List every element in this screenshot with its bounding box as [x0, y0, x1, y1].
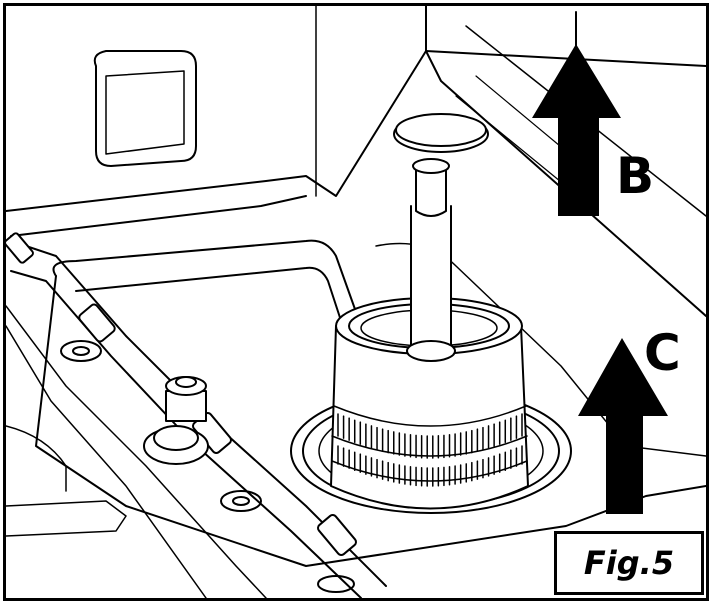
arrow-b-up [532, 11, 621, 216]
lower-ledge [6, 425, 127, 537]
arrow-b-label: B [616, 147, 655, 205]
arrow-c-up [578, 338, 668, 514]
spray-arm-pipe [6, 240, 387, 598]
figure-frame: B C Fig.5 [3, 3, 709, 601]
filter-slots [337, 413, 523, 487]
arrow-c-label: C [644, 324, 681, 382]
dishwasher-interior-drawing [6, 6, 706, 598]
wall-recess [93, 50, 197, 167]
tub-walls [6, 6, 706, 317]
spray-arm-hub [143, 376, 209, 465]
filter-handle-tube [393, 113, 489, 362]
figure-caption: Fig.5 [583, 544, 675, 582]
figure-caption-box: Fig.5 [554, 531, 704, 595]
